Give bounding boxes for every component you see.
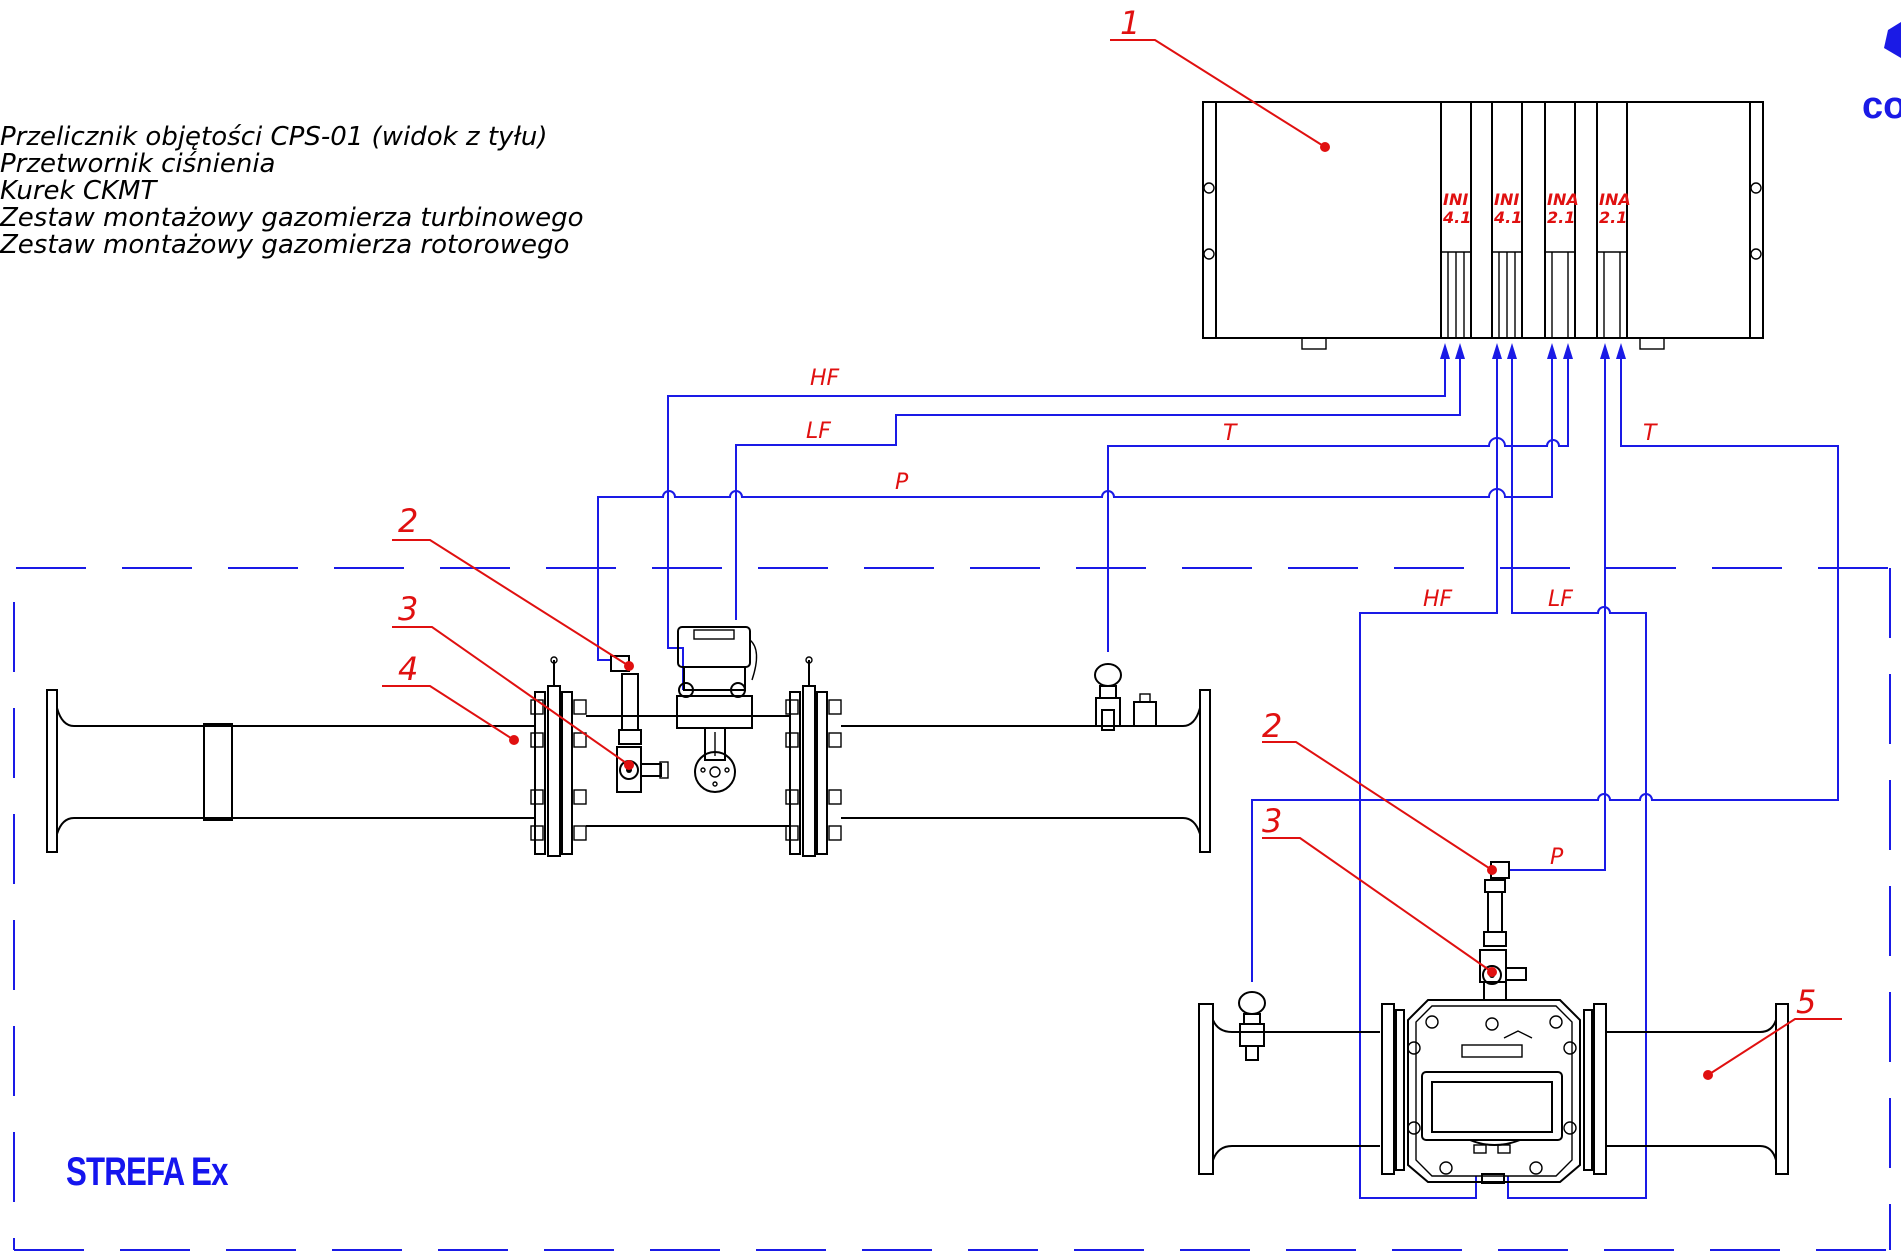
module-1-version: 4.1 — [1442, 208, 1471, 227]
legend: Przelicznik objętości CPS-01 (widok z ty… — [0, 124, 700, 259]
rotary-meter-assembly — [1198, 861, 1789, 1184]
ex-zone-frame — [13, 567, 1891, 1251]
volume-converter: INI 4.1 INI 4.1 INA 2.1 INA 2.1 — [1202, 101, 1764, 350]
callout-5: 5 — [1796, 983, 1816, 1021]
callout-1: 1 — [1120, 4, 1140, 42]
module-1: INI 4.1 — [1440, 101, 1472, 339]
module-3-version: 2.1 — [1547, 208, 1575, 227]
legend-item-5: Zestaw montażowy gazomierza rotorowego — [0, 230, 570, 260]
module-1-type: INI — [1443, 190, 1468, 209]
label-lf-bottom: LF — [1548, 587, 1573, 612]
label-t-right: T — [1643, 421, 1658, 446]
module-3: INA 2.1 — [1544, 101, 1579, 339]
module-4-version: 2.1 — [1599, 208, 1627, 227]
callout-2-rotary: 2 — [1262, 707, 1282, 745]
module-2-type: INI — [1494, 190, 1519, 209]
module-3-type: INA — [1547, 190, 1579, 209]
callouts: 1 2 3 4 2 3 5 — [382, 4, 1842, 1080]
callout-2-turbine: 2 — [398, 502, 418, 540]
module-4: INA 2.1 — [1596, 101, 1631, 339]
label-hf-top: HF — [810, 366, 840, 391]
label-lf-top: LF — [806, 419, 831, 444]
logo: co — [1862, 22, 1901, 127]
label-p-top: P — [895, 470, 909, 495]
logo-text: co — [1862, 85, 1901, 127]
zone-label: STREFA Ex — [66, 1150, 229, 1194]
label-hf-bottom: HF — [1423, 587, 1453, 612]
signal-wiring — [597, 343, 1839, 1199]
callout-4: 4 — [398, 650, 418, 688]
callout-3-rotary: 3 — [1262, 802, 1282, 840]
label-t-left: T — [1223, 421, 1238, 446]
legend-item-4: Zestaw montażowy gazomierza turbinowego — [0, 203, 584, 233]
module-2-version: 4.1 — [1493, 208, 1522, 227]
turbine-meter-assembly — [46, 626, 1211, 857]
callout-3-turbine: 3 — [398, 590, 418, 628]
module-4-type: INA — [1599, 190, 1631, 209]
legend-item-2: Przetwornik ciśnienia — [0, 149, 276, 179]
legend-item-3: Kurek CKMT — [0, 176, 157, 206]
module-2: INI 4.1 — [1491, 101, 1523, 339]
signal-labels: HF LF T T P HF LF P — [806, 366, 1658, 870]
legend-item-1: Przelicznik objętości CPS-01 (widok z ty… — [0, 122, 548, 152]
label-p-bottom: P — [1550, 845, 1564, 870]
